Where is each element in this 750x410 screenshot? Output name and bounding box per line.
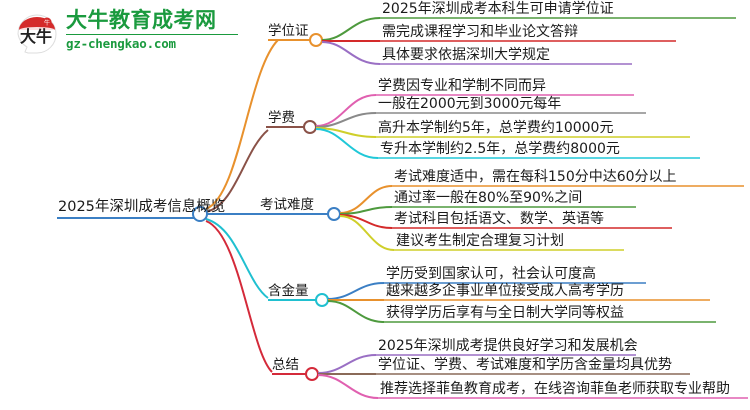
- branch-label-xuefei[interactable]: 学费: [268, 110, 295, 126]
- branch-node-4[interactable]: [315, 293, 329, 307]
- leaf-label-4-1[interactable]: 学历受到国家认可，社会认可度高: [386, 266, 596, 282]
- branch-label-xueweizheng[interactable]: 学位证: [268, 23, 309, 39]
- spine-to-xuefei: [205, 129, 269, 213]
- branch-node-2[interactable]: [303, 120, 317, 134]
- leaf-label-2-2[interactable]: 一般在2000元到3000元每年: [378, 96, 562, 112]
- leaf-wire-2-1: [315, 94, 377, 127]
- leaf-wire-3-4: [339, 215, 395, 251]
- leaf-label-1-3[interactable]: 具体要求依据深圳大学规定: [382, 47, 550, 63]
- leaf-wire-3-1: [339, 185, 393, 214]
- site-logo[interactable]: 大牛 牛 大牛教育成考网 gz-chengkao.com: [14, 6, 244, 56]
- leaf-label-5-3[interactable]: 推荐选择菲鱼教育成考，在线咨询菲鱼老师获取专业帮助: [380, 381, 730, 397]
- branch-label-zongjie[interactable]: 总结: [272, 357, 299, 373]
- leaf-label-4-2[interactable]: 越来越多企事业单位接受成人高考学历: [386, 283, 624, 299]
- leaf-label-4-3[interactable]: 获得学历后享有与全日制大学同等权益: [386, 305, 624, 321]
- leaf-wire-4-3: [327, 300, 385, 323]
- spine-to-hanjinliang: [205, 218, 269, 299]
- leaf-label-3-2[interactable]: 通过率一般在80%至90%之间: [394, 190, 583, 206]
- spine-to-xueweizheng: [205, 39, 279, 210]
- leaf-wire-1-3: [321, 41, 381, 65]
- spine-to-zongjie: [205, 220, 273, 373]
- svg-text:大牛: 大牛: [20, 27, 52, 46]
- root-node[interactable]: [192, 206, 208, 222]
- logo-divider: [66, 34, 238, 35]
- leaf-label-1-2[interactable]: 需完成课程学习和毕业论文答辩: [382, 24, 578, 40]
- leaf-wire-2-4: [315, 128, 379, 159]
- branch-node-1[interactable]: [309, 33, 323, 47]
- leaf-label-2-1[interactable]: 学费因专业和学制不同而异: [378, 78, 546, 94]
- branch-node-5[interactable]: [305, 367, 319, 381]
- leaf-label-3-3[interactable]: 考试科目包括语文、数学、英语等: [394, 211, 604, 227]
- leaf-label-3-1[interactable]: 考试难度适中，需在每科150分中达60分以上: [394, 169, 677, 185]
- branch-node-3[interactable]: [327, 207, 341, 221]
- leaf-wire-1-1: [321, 17, 381, 41]
- svg-text:牛: 牛: [44, 19, 50, 27]
- leaf-label-5-2[interactable]: 学位证、学费、考试难度和学历含金量均具优势: [378, 357, 672, 373]
- branch-label-kaoshinandu[interactable]: 考试难度: [260, 197, 314, 213]
- leaf-wire-3-3: [339, 214, 393, 229]
- logo-mark-icon: 大牛 牛: [17, 14, 57, 54]
- leaf-label-1-1[interactable]: 2025年深圳成考本科生可申请学位证: [382, 1, 614, 17]
- leaf-wire-5-3: [317, 374, 379, 399]
- branch-label-hanjinliang[interactable]: 含金量: [268, 283, 309, 299]
- leaf-wire-5-1: [317, 354, 377, 374]
- leaf-wire-4-1: [327, 282, 385, 300]
- leaf-label-5-1[interactable]: 2025年深圳成考提供良好学习和发展机会: [378, 338, 638, 354]
- leaf-label-2-4[interactable]: 专升本学制约2.5年，总学费约8000元: [380, 141, 620, 157]
- logo-site-name: 大牛教育成考网: [66, 8, 217, 32]
- root-label: 2025年深圳成考信息概览: [58, 199, 226, 215]
- leaf-label-3-4[interactable]: 建议考生制定合理复习计划: [396, 233, 564, 249]
- leaf-wire-2-3: [315, 127, 377, 138]
- leaf-label-2-3[interactable]: 高升本学制约5年，总学费约10000元: [378, 120, 614, 136]
- leaf-wire-3-2: [339, 206, 393, 215]
- logo-domain: gz-chengkao.com: [66, 36, 176, 51]
- leaf-wire-2-2: [315, 112, 377, 128]
